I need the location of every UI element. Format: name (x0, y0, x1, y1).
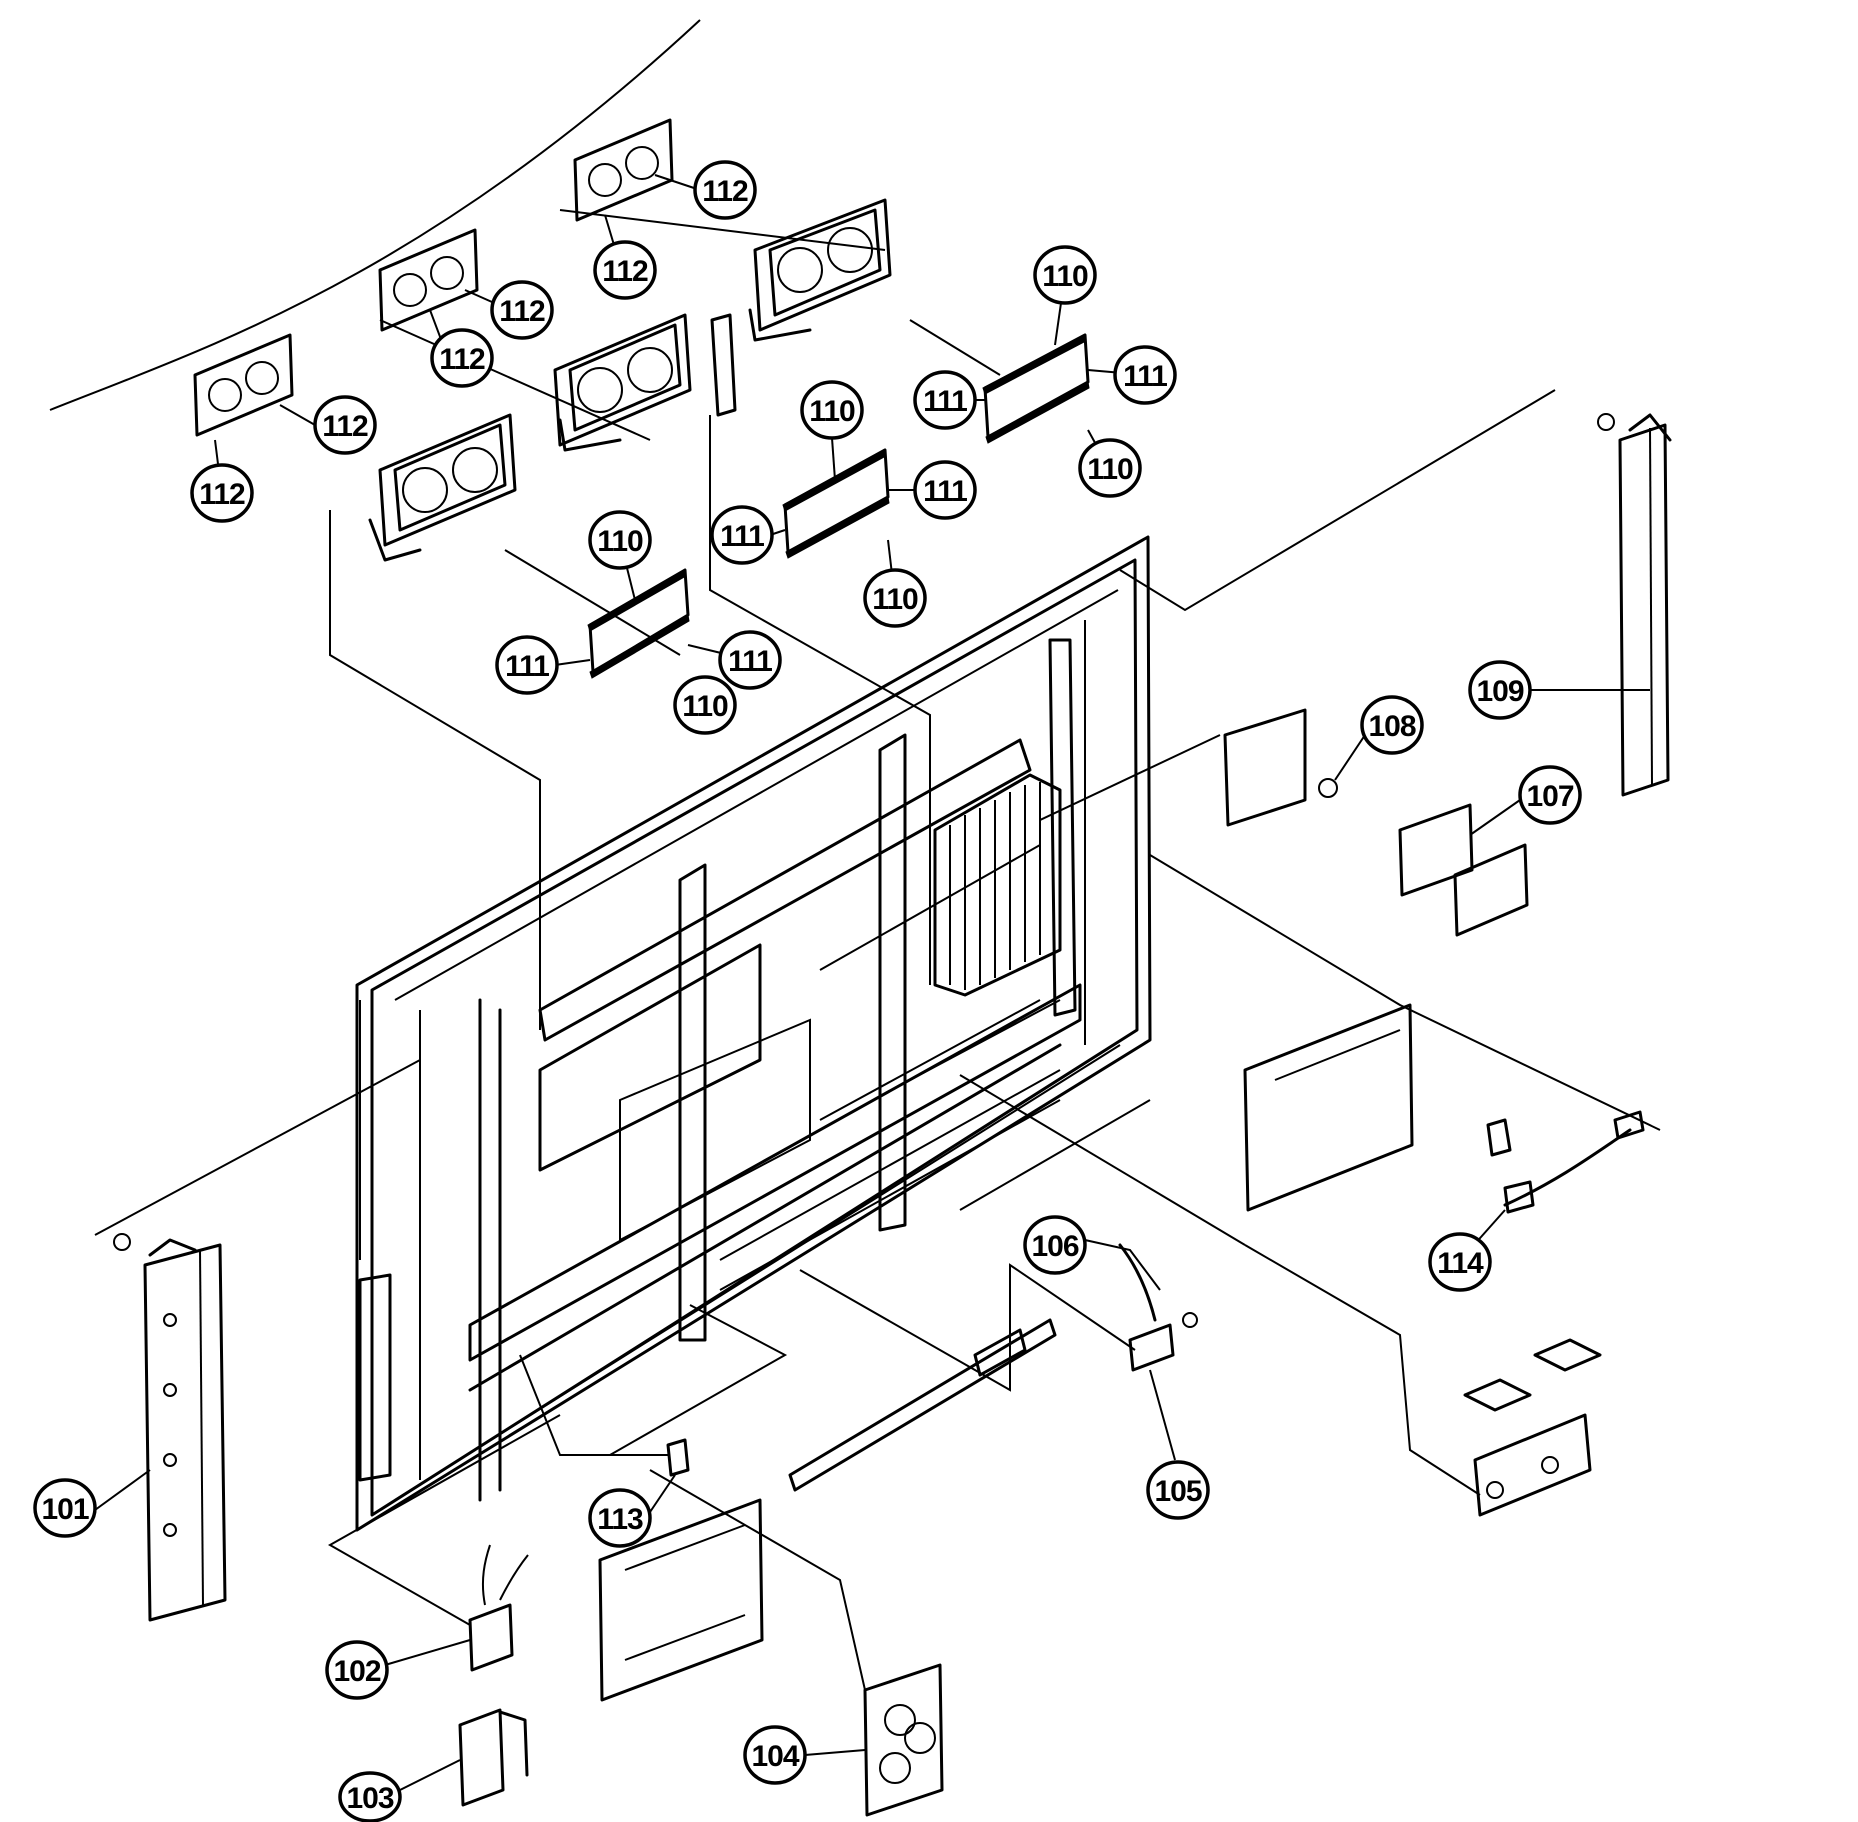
callout-label: 112 (602, 255, 648, 288)
support-bar (788, 1318, 1057, 1492)
callout-label: 104 (751, 1740, 799, 1773)
callout-110-a: 110 (1033, 245, 1097, 305)
callout-label: 114 (1437, 1247, 1484, 1280)
callout-label: 109 (1476, 675, 1523, 708)
bracket-108 (1223, 708, 1338, 827)
center-bracket (710, 313, 737, 417)
speaker-grille-1 (193, 333, 294, 437)
callout-114: 114 (1428, 1232, 1492, 1292)
callout-108: 108 (1360, 695, 1424, 755)
heatsink (933, 773, 1062, 997)
callout-label: 111 (1123, 360, 1167, 393)
callout-label: 111 (728, 645, 772, 678)
callout-label: 110 (1087, 453, 1133, 486)
callout-112-e: 112 (593, 240, 657, 300)
callout-101: 101 (33, 1478, 97, 1538)
callout-label: 112 (322, 410, 368, 443)
callout-112-f: 112 (693, 160, 757, 220)
bracket-103 (458, 1708, 529, 1807)
callout-label: 112 (199, 478, 245, 511)
callout-label: 112 (439, 343, 485, 376)
callout-111-e: 111 (495, 635, 559, 695)
callout-111-d: 111 (913, 460, 977, 520)
speaker-box-right (748, 198, 892, 342)
callout-label: 112 (702, 175, 748, 208)
callout-112-b: 112 (313, 395, 377, 455)
cable-114 (1486, 1110, 1645, 1214)
callout-label: 102 (333, 1655, 380, 1688)
main-rear-frame (355, 535, 1152, 1532)
callout-label: 108 (1368, 710, 1415, 743)
board-107 (1398, 803, 1529, 937)
callout-112-d: 112 (490, 280, 554, 340)
callout-label: 103 (346, 1782, 393, 1815)
callout-102: 102 (325, 1640, 389, 1700)
callout-110-d: 110 (863, 568, 927, 628)
callout-105: 105 (1146, 1460, 1210, 1520)
side-bracket-right (1597, 413, 1672, 797)
callout-label: 105 (1154, 1475, 1201, 1508)
ferrite-102 (468, 1544, 529, 1672)
callout-label: 113 (597, 1503, 643, 1536)
callout-107: 107 (1518, 765, 1582, 825)
cushion-frame-3 (982, 333, 1090, 444)
callout-112-c: 112 (430, 328, 494, 388)
callout-113: 113 (588, 1488, 652, 1548)
pcb-right (1243, 1003, 1414, 1212)
margin-arc (49, 19, 701, 411)
callout-111-c: 111 (710, 505, 774, 565)
callout-104: 104 (743, 1725, 807, 1785)
callout-label: 112 (499, 295, 545, 328)
callout-label: 101 (41, 1493, 88, 1526)
callout-label: 110 (682, 690, 728, 723)
callout-110-e: 110 (588, 510, 652, 570)
speaker-box-center (553, 313, 692, 452)
callout-111-f: 111 (718, 630, 782, 690)
callout-106: 106 (1023, 1215, 1087, 1275)
pcb-lower (598, 1498, 764, 1702)
speaker-box-left (368, 413, 517, 562)
terminal-104 (863, 1663, 944, 1817)
callout-110-b: 110 (1078, 438, 1142, 498)
callout-112-a: 112 (190, 463, 254, 523)
callout-label: 111 (923, 385, 967, 418)
callout-label: 110 (872, 583, 918, 616)
speaker-grille-3 (573, 118, 674, 222)
callout-label: 106 (1031, 1230, 1078, 1263)
callout-label: 110 (1042, 260, 1088, 293)
stand-bracket (1463, 1338, 1602, 1517)
callout-label: 107 (1526, 780, 1573, 813)
callout-110-c: 110 (800, 380, 864, 440)
clip-113 (666, 1438, 690, 1477)
callout-111-a: 111 (913, 370, 977, 430)
callout-110-f: 110 (673, 675, 737, 735)
explosion-lines (94, 209, 1661, 1691)
cushion-frame-2 (782, 448, 890, 559)
callout-109: 109 (1468, 660, 1532, 720)
callout-label: 110 (597, 525, 643, 558)
callout-103: 103 (338, 1771, 402, 1822)
callout-label: 111 (505, 650, 549, 683)
callout-label: 111 (923, 475, 967, 508)
callout-label: 110 (809, 395, 855, 428)
callout-111-b: 111 (1113, 345, 1177, 405)
callout-label: 111 (720, 520, 764, 553)
speaker-grille-2 (378, 228, 479, 332)
bracket-105 (1118, 1243, 1198, 1372)
cushion-frame-1 (587, 568, 690, 679)
side-bracket-left (113, 1233, 227, 1622)
